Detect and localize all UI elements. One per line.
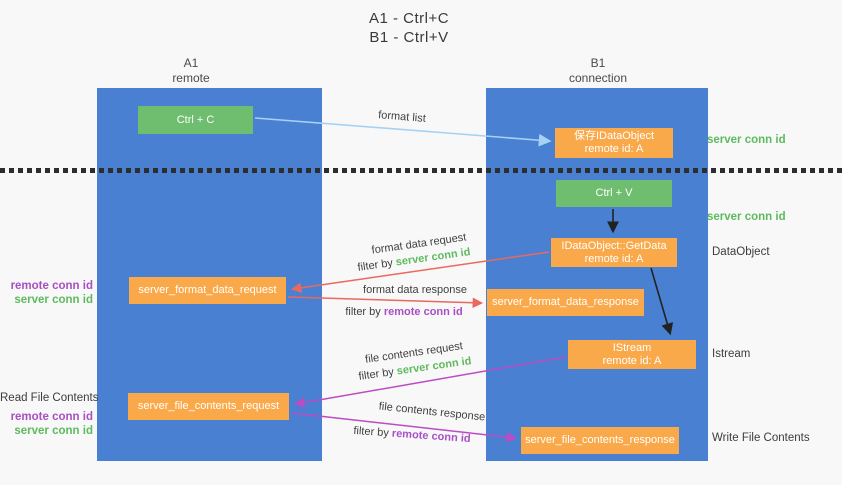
node-save-idataobject-line2: remote id: A bbox=[584, 143, 644, 155]
edge-label-format-list: format list bbox=[377, 109, 427, 125]
label-istream: Istream bbox=[712, 348, 751, 360]
label-group-conn-ids-1: remote conn id server conn id bbox=[2, 279, 93, 307]
node-ctrl-v-label: Ctrl + V bbox=[595, 187, 633, 199]
title-line-1: A1 - Ctrl+C bbox=[368, 10, 450, 27]
filter-prefix: filter by bbox=[353, 424, 390, 440]
diagram-title: A1 - Ctrl+C B1 - Ctrl+V bbox=[299, 9, 519, 47]
node-istream: IStream remote id: A bbox=[568, 340, 696, 369]
edge-filter-file-contents-response: filter by remote conn id bbox=[353, 425, 471, 445]
node-server-format-data-request: server_format_data_request bbox=[129, 277, 286, 304]
node-save-idataobject: 保存IDataObject remote id: A bbox=[555, 128, 673, 158]
filter-prefix: filter by bbox=[345, 306, 381, 318]
label-write-file-contents: Write File Contents bbox=[712, 432, 810, 444]
lane-b1-name: B1 bbox=[590, 56, 606, 70]
node-ctrl-c-label: Ctrl + C bbox=[176, 113, 215, 126]
lane-b1-role: connection bbox=[568, 71, 628, 85]
lane-a1-name: A1 bbox=[183, 56, 199, 70]
lane-a1-role: remote bbox=[172, 71, 210, 85]
node-ctrl-c: Ctrl + C bbox=[138, 106, 253, 134]
label-group-conn-ids-2: remote conn id server conn id bbox=[2, 410, 93, 438]
filter-key-remote-conn-id: remote conn id bbox=[383, 306, 463, 318]
node-getdata-line1: IDataObject::GetData bbox=[561, 239, 667, 252]
node-save-idataobject-line1: 保存IDataObject bbox=[573, 130, 655, 142]
node-server-file-contents-request: server_file_contents_request bbox=[128, 393, 289, 420]
label-remote-conn-id-left-2: remote conn id bbox=[10, 411, 93, 423]
filter-key-remote-conn-id: remote conn id bbox=[391, 427, 471, 446]
node-format-response-label: server_format_data_response bbox=[492, 296, 639, 308]
edge-label-file-contents-response: file contents response bbox=[378, 400, 486, 424]
node-file-request-label: server_file_contents_request bbox=[137, 400, 280, 412]
node-ctrl-v: Ctrl + V bbox=[556, 180, 672, 207]
label-server-conn-id-right-2: server conn id bbox=[707, 211, 786, 223]
node-server-format-data-response: server_format_data_response bbox=[487, 289, 644, 316]
node-file-response-label: server_file_contents_response bbox=[525, 434, 675, 446]
edge-label-format-data-response: format data response bbox=[363, 284, 467, 296]
label-server-conn-id-left-1: server conn id bbox=[14, 294, 93, 306]
filter-prefix: filter by bbox=[356, 257, 394, 274]
label-server-conn-id-right-1: server conn id bbox=[707, 134, 786, 146]
dotted-separator bbox=[0, 168, 842, 173]
label-dataobject: DataObject bbox=[712, 246, 770, 258]
node-format-request-label: server_format_data_request bbox=[138, 284, 277, 296]
node-server-file-contents-response: server_file_contents_response bbox=[521, 427, 679, 454]
edge-filter-format-data-response: filter by remote conn id bbox=[345, 306, 462, 318]
label-server-conn-id-left-2: server conn id bbox=[14, 425, 93, 437]
node-istream-line2: remote id: A bbox=[602, 354, 662, 367]
node-getdata-line2: remote id: A bbox=[584, 252, 644, 265]
label-remote-conn-id-left-1: remote conn id bbox=[10, 280, 93, 292]
lane-header-a1: A1 remote bbox=[121, 56, 261, 86]
lane-header-b1: B1 connection bbox=[528, 56, 668, 86]
node-idataobject-getdata: IDataObject::GetData remote id: A bbox=[551, 238, 677, 267]
label-read-file-contents: Read File Contents bbox=[0, 392, 99, 404]
title-line-2: B1 - Ctrl+V bbox=[369, 29, 449, 46]
node-istream-line1: IStream bbox=[612, 341, 652, 354]
filter-prefix: filter by bbox=[357, 366, 395, 383]
